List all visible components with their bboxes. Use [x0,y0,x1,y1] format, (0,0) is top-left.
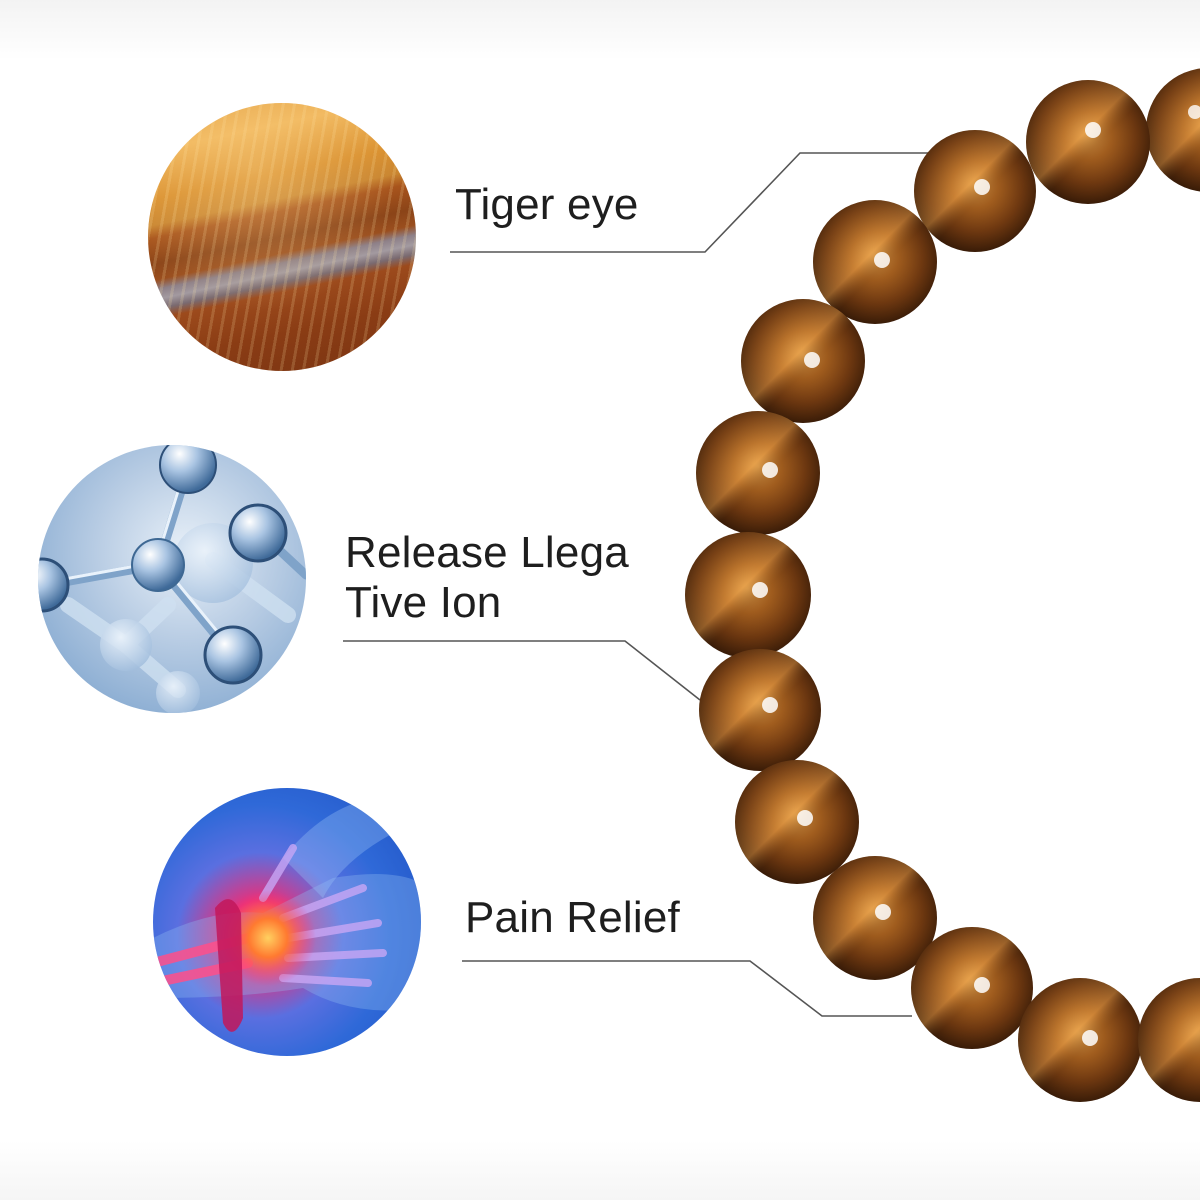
bead [914,130,1036,252]
bead-strand [685,68,1200,1102]
bead [1026,80,1150,204]
bead [685,532,811,658]
wrist-pain-image [153,788,421,1056]
feature-label-pain-relief: Pain Relief [465,893,680,942]
bead [1018,978,1142,1102]
bead [741,299,865,423]
connector-pain-relief [462,960,912,1017]
bead [1138,978,1200,1102]
bead [813,856,937,980]
bead [699,649,821,771]
bead [1146,68,1200,192]
molecule-icon [38,445,306,713]
bead [696,411,820,535]
tiger-eye-stone-image [148,103,416,371]
connector-negative-ion [343,640,701,701]
feature-label-negative-ion: Release Llega Tive Ion [345,528,629,628]
bead [911,927,1033,1049]
connector-tiger-eye [450,152,935,253]
hand-xray-icon [153,798,421,1032]
bead [813,200,937,324]
bead [735,760,859,884]
feature-label-tiger-eye: Tiger eye [455,180,639,229]
feature-label-negative-ion-line1: Release Llega [345,528,629,577]
feature-label-negative-ion-line2: Tive Ion [345,578,502,627]
molecule-image [38,445,306,713]
connector-lines [343,152,935,1017]
